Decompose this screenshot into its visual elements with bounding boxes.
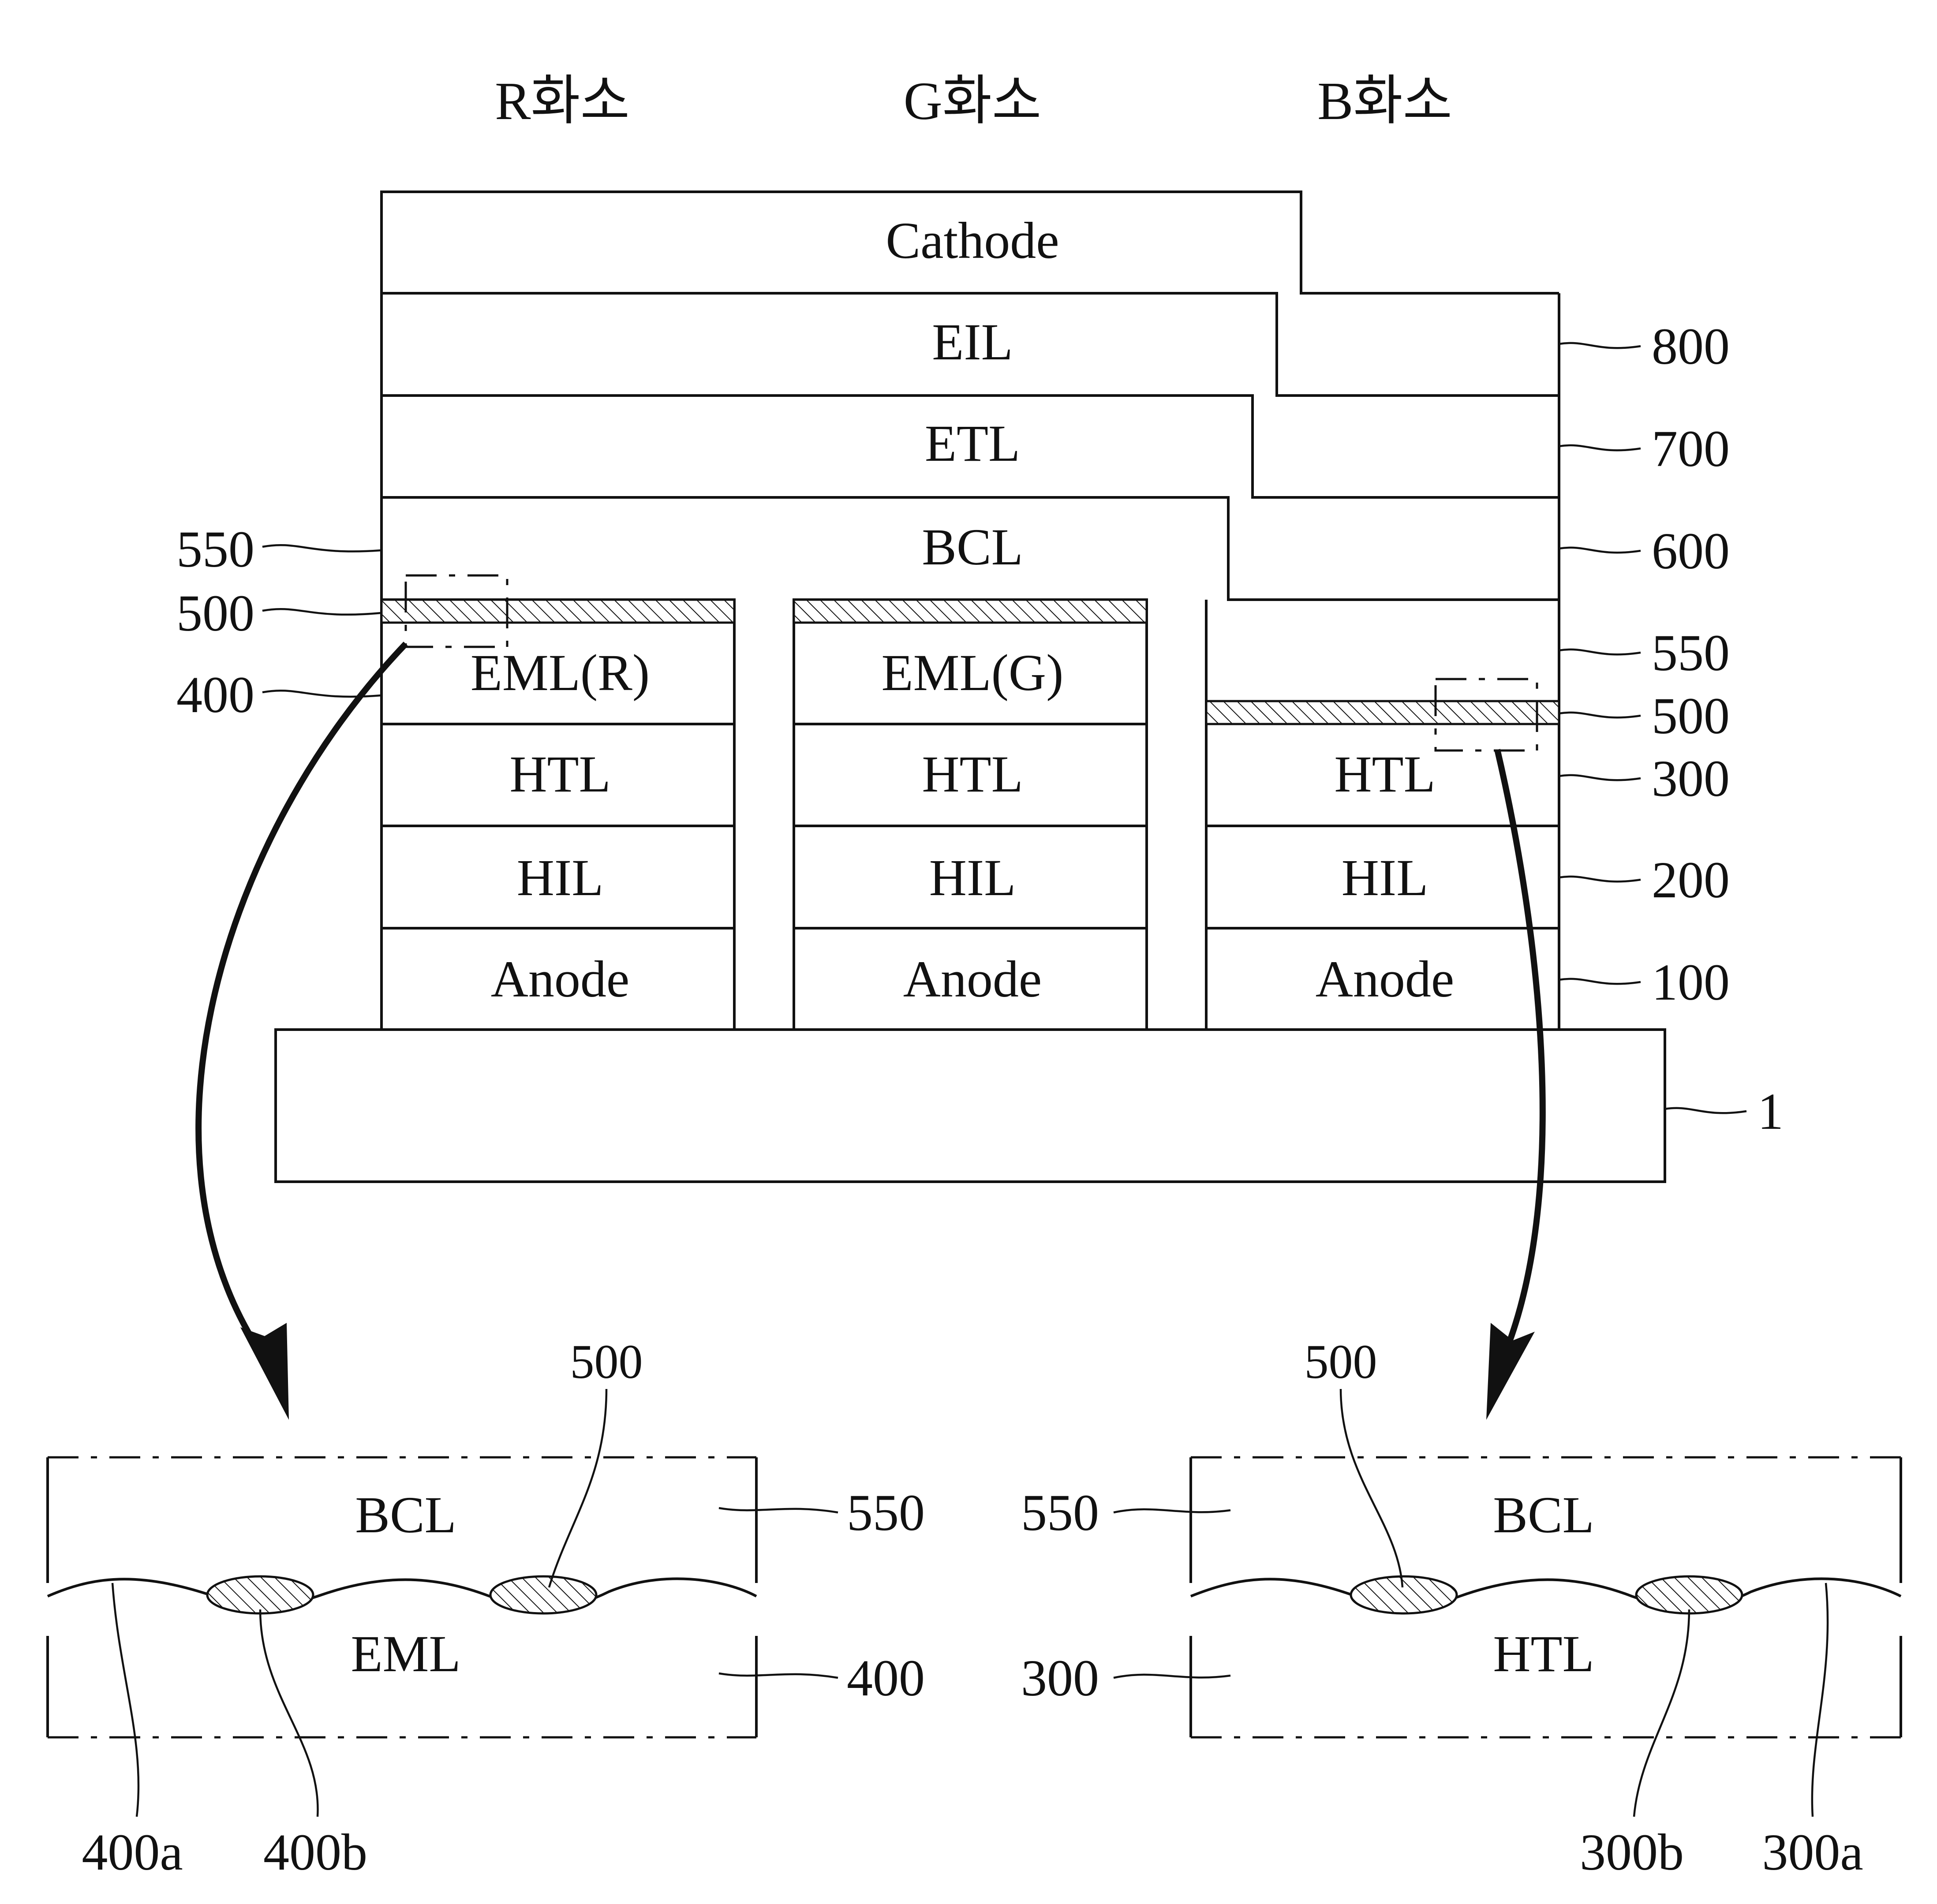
eml-r-label: EML(R) — [471, 644, 650, 702]
r-pixel-header: R화소 — [495, 71, 630, 131]
leader-600 — [1559, 548, 1641, 553]
hil-b-label: HIL — [1342, 849, 1428, 907]
g-pixel-header: G화소 — [904, 71, 1042, 131]
leader-800 — [1559, 343, 1641, 348]
htl-r-label: HTL — [509, 745, 610, 803]
leader-500-left — [262, 609, 381, 615]
left-inset-interface — [48, 1579, 756, 1607]
left-inset: BCL EML 500 550 400 400a 400b — [48, 1335, 925, 1881]
leader-200 — [1559, 877, 1641, 881]
right-inset-particle-ref: 500 — [1305, 1335, 1377, 1389]
right-inset-lower-ref: 300 — [1021, 1649, 1099, 1707]
hil-g-label: HIL — [929, 849, 1016, 907]
left-inset-recess-ref: 400b — [263, 1823, 367, 1881]
particle-layer-g — [794, 600, 1147, 623]
left-inset-lower-label: EML — [351, 1625, 460, 1683]
hil-r-label: HIL — [517, 849, 604, 907]
ref-400-left: 400 — [176, 666, 254, 724]
right-inset-interface — [1191, 1579, 1901, 1607]
right-inset-particle-1 — [1351, 1576, 1457, 1613]
right-inset-particle-2 — [1636, 1576, 1742, 1613]
particle-layer-b — [1206, 701, 1559, 724]
ref-100: 100 — [1652, 953, 1730, 1011]
arrow-left-head — [240, 1323, 289, 1420]
right-inset-surface-ref: 300a — [1762, 1823, 1863, 1881]
left-inset-surface-ref: 400a — [82, 1823, 183, 1881]
left-inset-particle-2 — [490, 1576, 596, 1613]
arrow-right-curve — [1497, 750, 1543, 1345]
ref-550-left: 550 — [176, 520, 254, 578]
leader-100 — [1559, 979, 1641, 984]
left-inset-upper-label: BCL — [355, 1486, 456, 1544]
leader-550-left — [262, 545, 381, 551]
right-inset: BCL HTL 500 550 300 300b 300a — [1021, 1335, 1901, 1881]
eil-label: EIL — [932, 313, 1013, 371]
particle-layer-r — [381, 600, 734, 623]
right-inset-recess-ref: 300b — [1580, 1823, 1684, 1881]
cathode-label: Cathode — [886, 212, 1059, 269]
ref-500-right: 500 — [1652, 687, 1730, 745]
ref-600: 600 — [1652, 522, 1730, 580]
ref-200: 200 — [1652, 851, 1730, 909]
left-inset-particle-ref: 500 — [570, 1335, 643, 1389]
right-inset-lower-label: HTL — [1493, 1625, 1594, 1683]
ref-500-left: 500 — [176, 584, 254, 642]
left-inset-particle-1 — [207, 1576, 313, 1613]
left-inset-lower-ref: 400 — [847, 1649, 925, 1707]
ref-800: 800 — [1652, 317, 1730, 375]
bcl-label: BCL — [922, 518, 1023, 576]
leader-500-right — [1559, 713, 1641, 717]
anode-b-label: Anode — [1316, 950, 1455, 1008]
b-pixel-header: B화소 — [1317, 71, 1452, 131]
htl-b-label: HTL — [1334, 745, 1435, 803]
ref-300: 300 — [1652, 750, 1730, 807]
leader-700 — [1559, 445, 1641, 450]
ref-1: 1 — [1758, 1083, 1784, 1140]
etl-label: ETL — [925, 414, 1020, 472]
ref-700: 700 — [1652, 420, 1730, 478]
anode-g-label: Anode — [903, 950, 1042, 1008]
eml-g-label: EML(G) — [882, 644, 1064, 702]
htl-g-label: HTL — [922, 745, 1023, 803]
leader-550-right — [1559, 650, 1641, 654]
leader-300 — [1559, 775, 1641, 780]
left-inset-upper-ref: 550 — [847, 1484, 925, 1542]
right-inset-upper-ref: 550 — [1021, 1484, 1099, 1542]
leader-1 — [1665, 1108, 1746, 1113]
substrate — [276, 1030, 1665, 1182]
ref-550-right: 550 — [1652, 624, 1730, 682]
anode-r-label: Anode — [491, 950, 630, 1008]
right-inset-upper-label: BCL — [1493, 1486, 1594, 1544]
arrow-left-curve — [198, 644, 406, 1345]
